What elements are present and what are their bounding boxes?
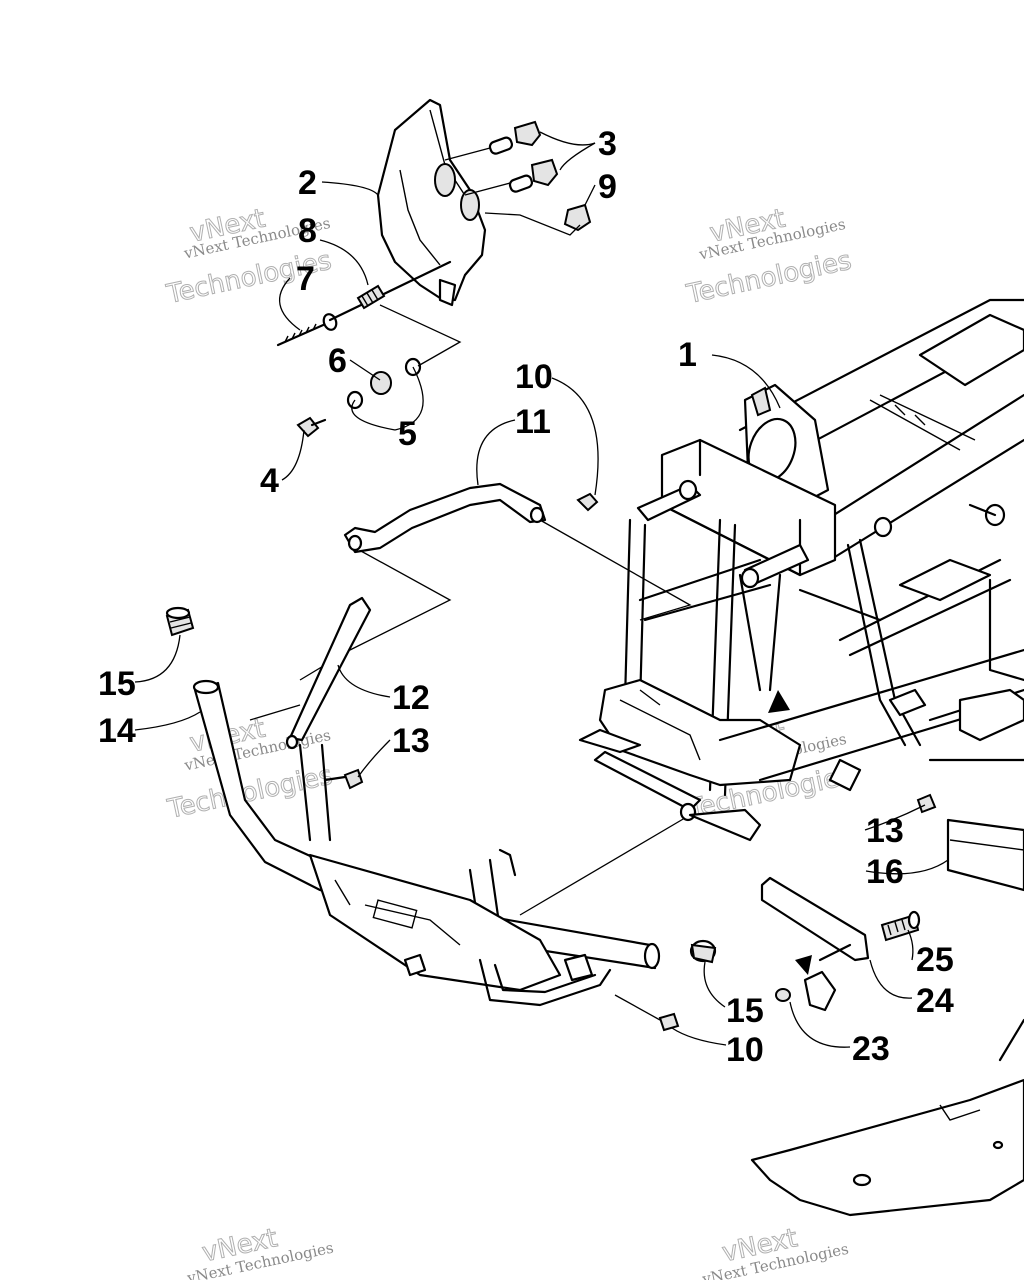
callout-9: 9 bbox=[598, 168, 617, 206]
callout-3: 3 bbox=[598, 125, 617, 163]
callout-2: 2 bbox=[298, 164, 317, 202]
callout-8: 8 bbox=[298, 212, 317, 250]
nut-23-and-clip bbox=[775, 955, 837, 1012]
headlight-housing bbox=[376, 98, 487, 307]
bolt-25 bbox=[880, 910, 921, 942]
callout-24: 24 bbox=[916, 982, 954, 1020]
bolt-13-right bbox=[916, 793, 937, 814]
leader-lines bbox=[134, 131, 949, 1048]
bracket-24 bbox=[760, 876, 870, 962]
callout-1: 1 bbox=[678, 336, 697, 374]
main-frame bbox=[578, 298, 1024, 842]
callout-13-left: 13 bbox=[392, 722, 430, 760]
callout-7: 7 bbox=[296, 260, 315, 298]
bolt-13-left bbox=[323, 768, 364, 790]
callout-12: 12 bbox=[392, 679, 430, 717]
callout-10-bottom: 10 bbox=[726, 1031, 764, 1069]
callout-4: 4 bbox=[260, 462, 279, 500]
headlight-bracket bbox=[343, 482, 599, 554]
callout-10-top: 10 bbox=[515, 358, 553, 396]
watermark-bottom-right: vNext vNext Technologies bbox=[700, 1223, 850, 1280]
callout-23: 23 bbox=[852, 1030, 890, 1068]
callout-13-right: 13 bbox=[866, 812, 904, 850]
headlight-support-brace bbox=[285, 596, 372, 750]
skid-plate-16 bbox=[946, 818, 1024, 892]
bumper-end-cap-top bbox=[165, 606, 195, 637]
bulb-socket bbox=[563, 203, 592, 232]
bolt-10-lower bbox=[658, 1012, 680, 1032]
callout-labels: 1 2 3 4 5 6 7 8 9 10 10 11 12 13 13 14 1… bbox=[98, 125, 954, 1069]
callout-25: 25 bbox=[916, 941, 954, 979]
adjuster-spring-and-screw bbox=[276, 260, 452, 347]
callout-16: 16 bbox=[866, 853, 904, 891]
callout-11: 11 bbox=[515, 403, 551, 441]
watermark-top-right: vNext vNext Technologies Technologies bbox=[683, 203, 855, 310]
lower-skid-plate bbox=[750, 1018, 1024, 1217]
watermark-bottom-left: vNext vNext Technologies bbox=[185, 1223, 335, 1280]
callout-6: 6 bbox=[328, 342, 347, 380]
headlight-bulbs bbox=[488, 120, 559, 193]
callout-15-bottom: 15 bbox=[726, 992, 764, 1030]
bumper-end-cap-right bbox=[689, 939, 717, 964]
front-bumper bbox=[192, 679, 661, 1007]
callout-5: 5 bbox=[398, 415, 417, 453]
callout-15-top: 15 bbox=[98, 665, 136, 703]
callout-14: 14 bbox=[98, 712, 136, 750]
